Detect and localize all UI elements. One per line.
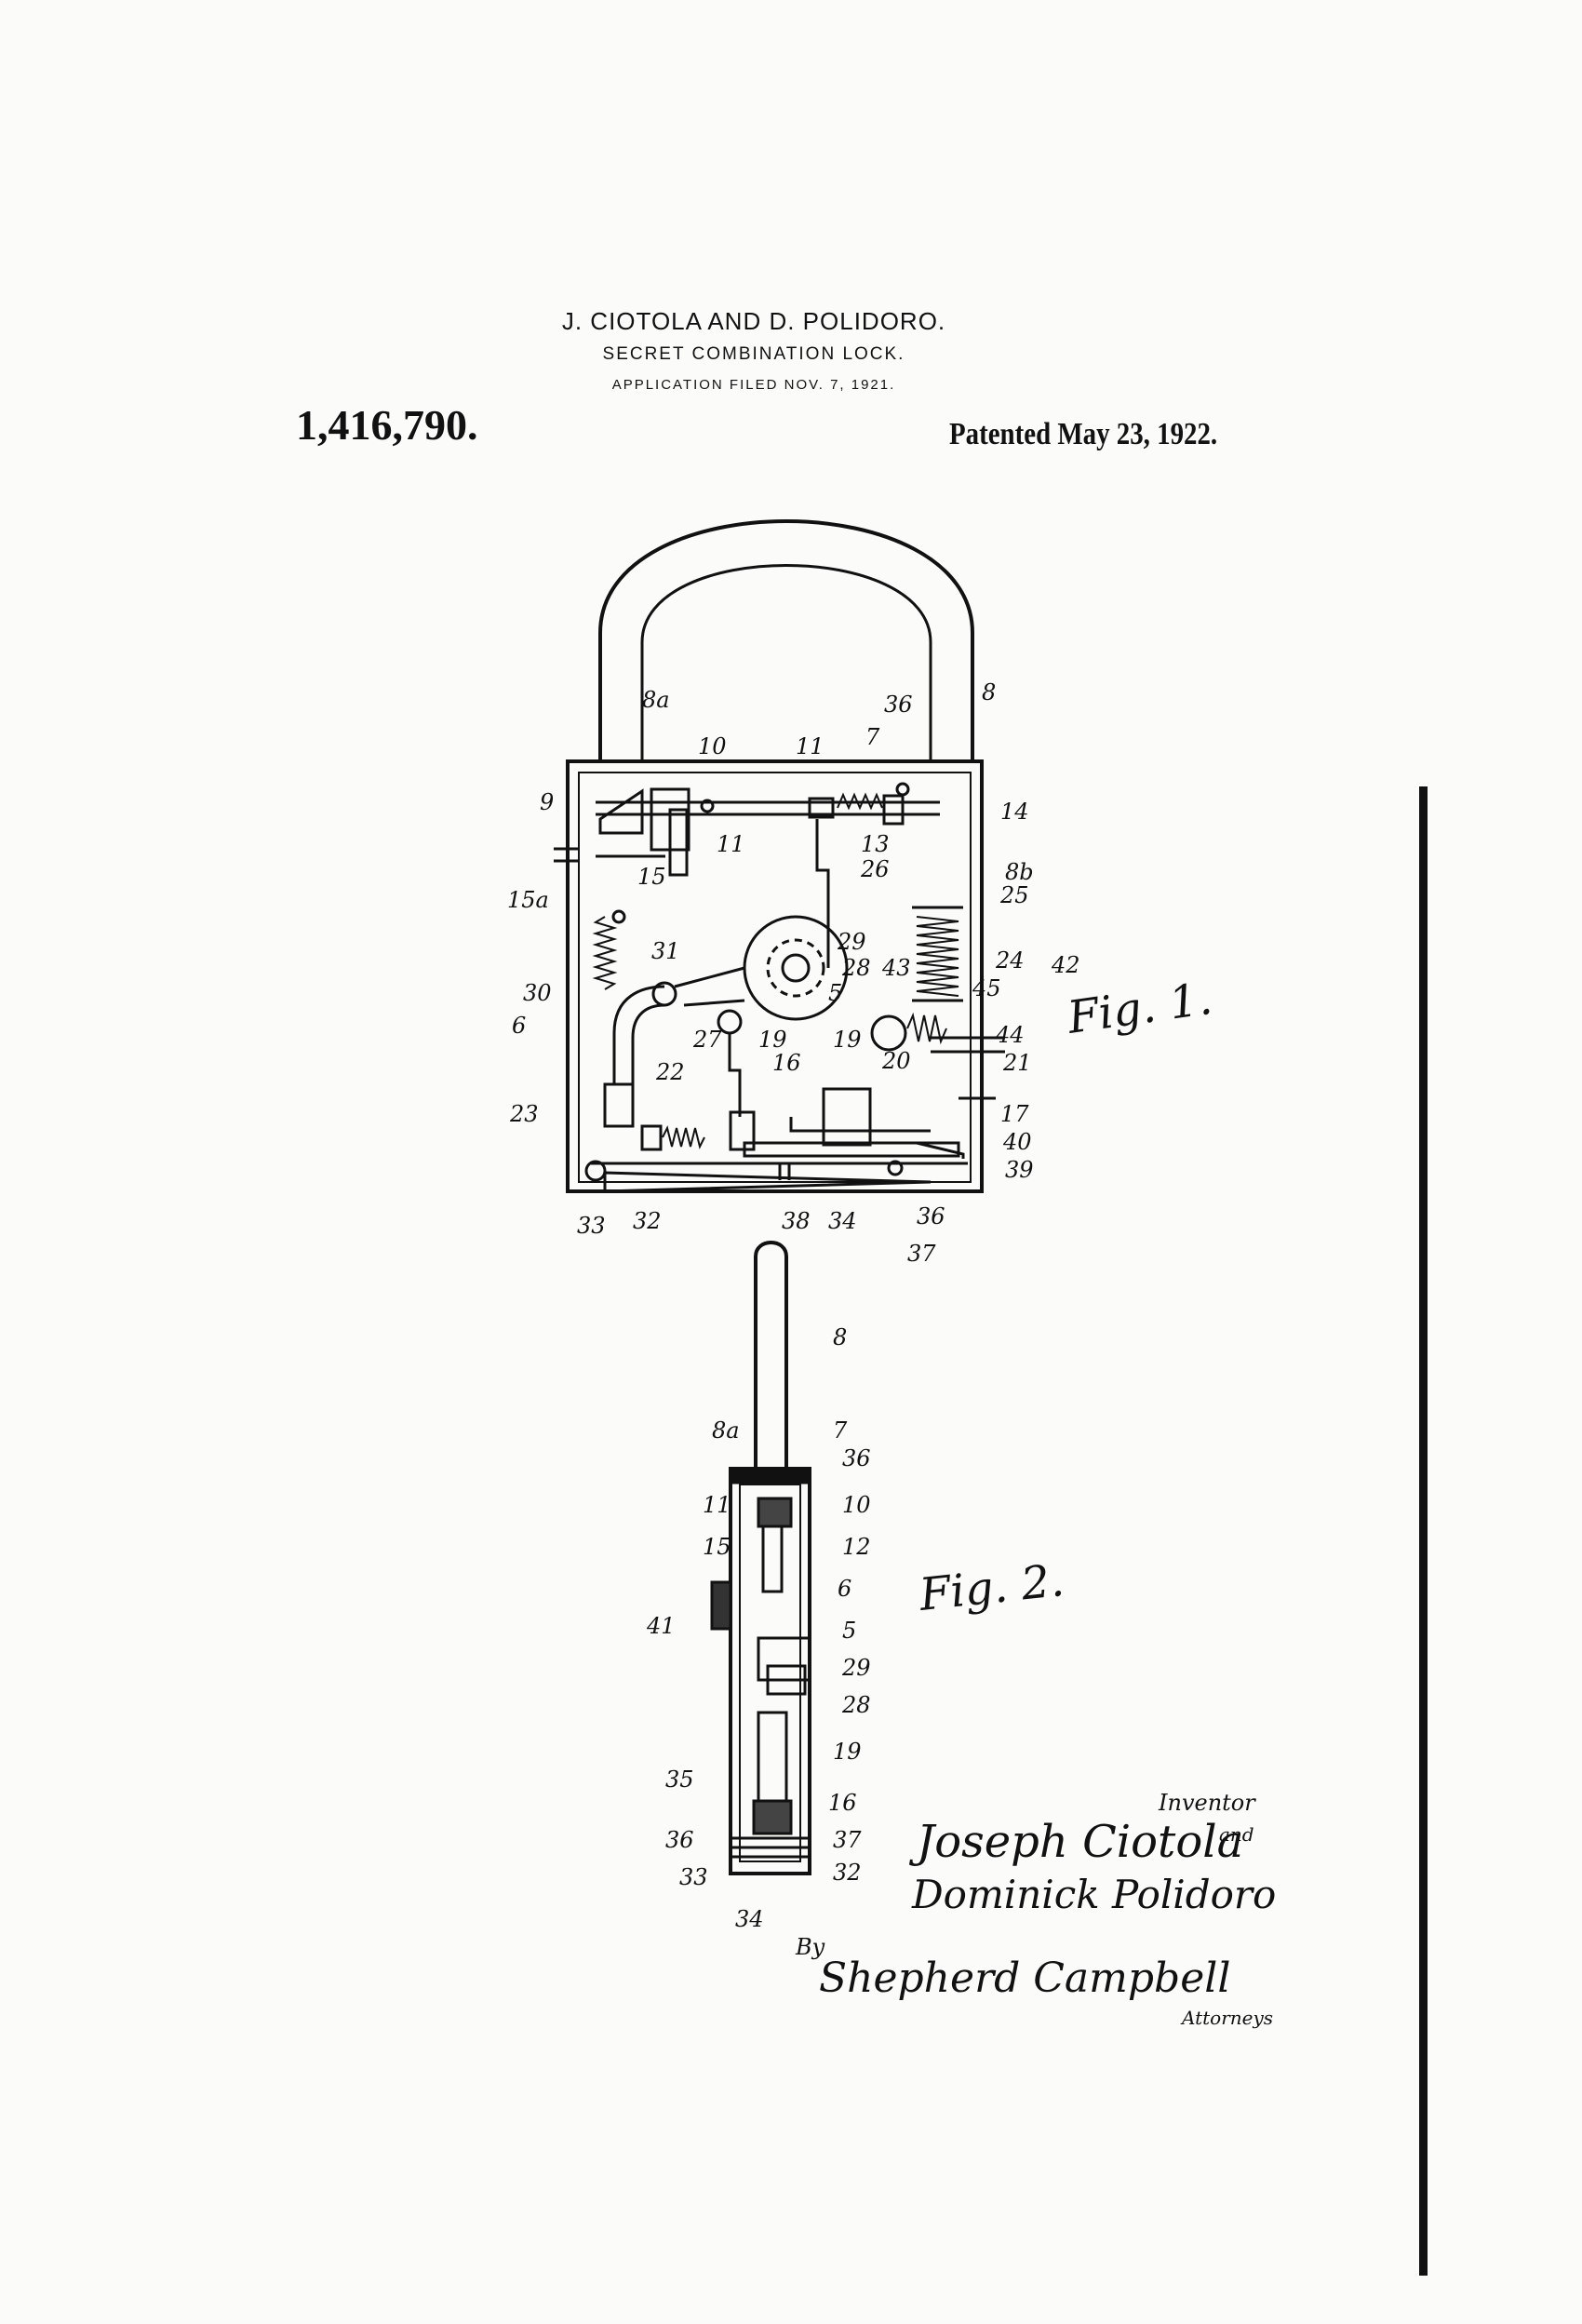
fig1-label: 25 (999, 882, 1029, 908)
inventor-1-signature: Joseph Ciotola (908, 1816, 1243, 1868)
fig1-label: 14 (1000, 799, 1029, 825)
fig2-label: 8 (833, 1324, 847, 1350)
fig1-label: 8 (982, 679, 996, 705)
fig1-label: 11 (796, 733, 825, 759)
filing-date: APPLICATION FILED NOV. 7, 1921. (611, 377, 896, 393)
fig1-label: 19 (833, 1027, 862, 1053)
fig1-label: 34 (828, 1208, 857, 1234)
fig2-caption: Fig. 2. (916, 1554, 1066, 1621)
fig1-label: 28 (841, 955, 871, 981)
fig2-label: 36 (842, 1445, 871, 1471)
fig1-label: 44 (995, 1022, 1025, 1048)
attorney-signature: Shepherd Campbell (819, 1955, 1230, 2002)
fig1-label: 36 (884, 692, 913, 718)
page-border-line (1419, 786, 1428, 2276)
fig2-label: 7 (833, 1417, 848, 1444)
fig1-label: 13 (861, 831, 890, 857)
fig1-label: 21 (1002, 1050, 1032, 1076)
fig1-label: 40 (1002, 1129, 1032, 1155)
attorneys-label: Attorneys (1180, 2007, 1273, 2029)
fig1-label: 6 (512, 1013, 526, 1039)
fig2-label: 37 (833, 1827, 862, 1853)
fig2-label: 15 (703, 1534, 731, 1560)
by-label: By (795, 1934, 825, 1960)
fig1-label: 17 (1000, 1101, 1029, 1127)
fig1-label: 5 (828, 980, 842, 1006)
fig1-label: 15 (637, 864, 666, 890)
patent-number: 1,416,790. (296, 401, 478, 449)
fig2-label: 11 (703, 1492, 731, 1518)
fig2-label: 36 (665, 1827, 694, 1853)
fig2-label: 29 (841, 1655, 871, 1681)
fig1-label: 24 (995, 947, 1025, 974)
fig1-label: 29 (837, 929, 866, 955)
fig1-label: 10 (698, 733, 727, 759)
inventor-label: Inventor (1158, 1790, 1256, 1816)
fig1-label: 20 (881, 1048, 911, 1074)
fig1-label: 27 (692, 1027, 722, 1053)
inventor-2-signature: Dominick Polidoro (911, 1872, 1276, 1917)
fig2-side-view-drawing (710, 1241, 811, 1875)
fig1-label: 22 (655, 1059, 685, 1085)
fig1-label: 37 (907, 1241, 936, 1267)
fig1-label: 26 (860, 856, 890, 882)
fig2-label: 19 (833, 1739, 862, 1765)
fig1-padlock-drawing (554, 519, 1005, 1193)
fig1-label: 8a (642, 687, 670, 713)
fig2-label: 5 (842, 1618, 856, 1644)
fig1-label: 30 (523, 980, 552, 1006)
fig1-label: 8b (1005, 859, 1034, 885)
fig1-label: 19 (758, 1027, 787, 1053)
fig1-labels: 8a 36 8 7 10 11 9 14 15a 15 11 13 26 8b … (507, 679, 1080, 1267)
fig1-label: 36 (917, 1203, 945, 1229)
fig2-label: 33 (679, 1864, 708, 1890)
fig1-label: 32 (633, 1208, 662, 1234)
fig1-caption: Fig. 1. (1064, 973, 1215, 1044)
fig1-label: 31 (651, 938, 680, 964)
fig1-label: 42 (1051, 952, 1080, 978)
fig1-label: 15a (507, 887, 549, 913)
fig1-label: 38 (782, 1208, 811, 1234)
fig1-label: 11 (717, 831, 745, 857)
fig2-label: 16 (828, 1790, 857, 1816)
fig1-label: 23 (509, 1101, 539, 1127)
fig1-label: 45 (972, 975, 1001, 1001)
fig2-label: 35 (665, 1767, 694, 1793)
inventors-line: J. CIOTOLA AND D. POLIDORO. (561, 307, 946, 335)
fig1-label: 16 (772, 1050, 801, 1076)
and-word: and (1219, 1823, 1254, 1846)
fig1-label: 39 (1005, 1157, 1034, 1183)
fig2-label: 8a (712, 1417, 740, 1444)
fig1-label: 9 (540, 789, 554, 815)
fig2-label: 10 (842, 1492, 871, 1518)
fig2-label: 6 (838, 1576, 851, 1602)
fig1-label: 43 (881, 955, 911, 981)
invention-title: SECRET COMBINATION LOCK. (602, 344, 905, 364)
fig1-label: 33 (577, 1213, 606, 1239)
fig2-label: 32 (833, 1860, 862, 1886)
fig2-label: 28 (841, 1692, 871, 1718)
fig2-label: 34 (735, 1906, 764, 1932)
signature-block: Inventor Joseph Ciotola and Dominick Pol… (795, 1790, 1276, 2029)
fig2-label: 41 (646, 1613, 676, 1639)
patent-date: Patented May 23, 1922. (949, 417, 1218, 451)
fig1-label: 7 (865, 724, 880, 750)
fig2-labels: 8 8a 7 36 11 10 15 12 6 41 5 29 28 19 35… (646, 1324, 871, 1932)
fig2-label: 12 (842, 1534, 871, 1560)
